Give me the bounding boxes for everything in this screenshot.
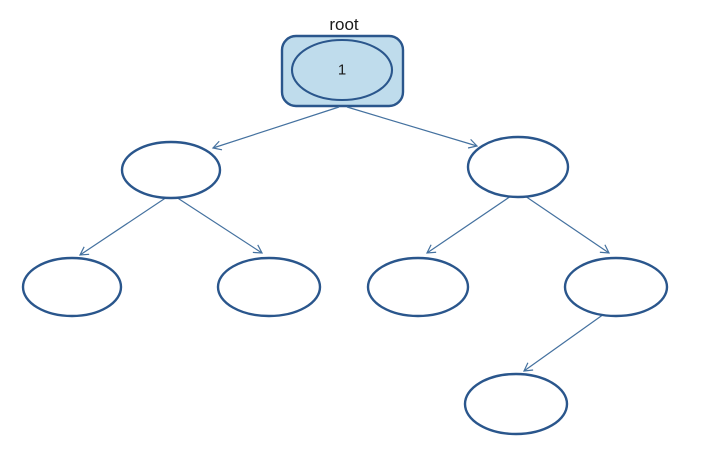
edge-left-to-grandchild-left	[78, 196, 168, 256]
edge-right-to-grandchild-right	[524, 195, 611, 254]
child-right	[466, 135, 570, 199]
grandchild-right-right	[563, 256, 669, 318]
edge-right-to-grandchild-left	[425, 195, 512, 254]
edge-root-to-right-child	[346, 106, 479, 149]
root-caption: root	[329, 15, 359, 34]
edge-rightmost-to-great-grandchild	[523, 313, 605, 372]
child-left	[120, 140, 222, 200]
edge-root-to-left-child	[211, 106, 340, 151]
root-node-label: 1	[338, 62, 346, 79]
edge-left-to-grandchild-right	[175, 196, 264, 254]
grandchild-left-left	[21, 256, 123, 318]
grandchild-right-left	[366, 256, 470, 318]
grandchild-left-right	[216, 256, 322, 318]
root-node	[290, 38, 394, 102]
great-grandchild-right	[463, 372, 569, 436]
